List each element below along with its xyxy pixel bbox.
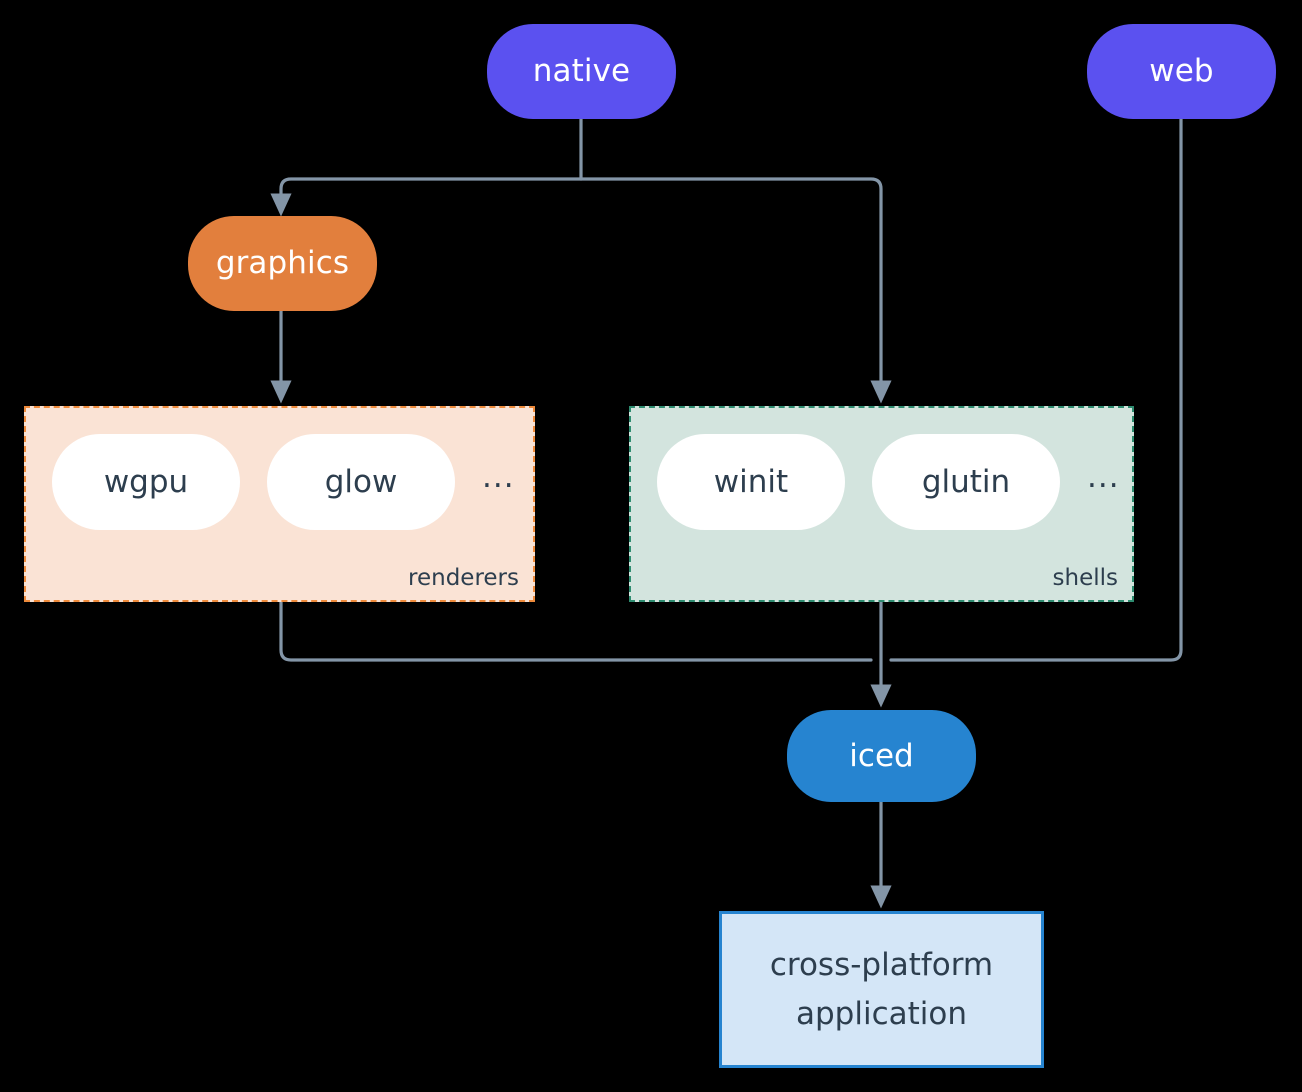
chip-glutin[interactable]: glutin	[872, 434, 1060, 530]
node-application-label-line2: application	[796, 995, 967, 1032]
chip-winit-label: winit	[713, 464, 789, 500]
group-renderers: wgpu glow ... renderers	[24, 406, 535, 602]
node-iced[interactable]: iced	[787, 710, 976, 802]
chip-glutin-label: glutin	[921, 464, 1011, 500]
shells-chip-row: winit glutin ...	[657, 434, 1120, 530]
node-native-label: native	[532, 53, 631, 90]
node-application-label-line1: cross-platform	[769, 947, 994, 984]
edge-native-to-graphics	[270, 177, 583, 217]
edge-renderers-to-iced	[279, 600, 873, 662]
renderers-chip-row: wgpu glow ...	[52, 434, 515, 530]
node-iced-label: iced	[849, 737, 914, 774]
edge-native-to-shells	[579, 177, 892, 404]
chip-winit[interactable]: winit	[657, 434, 845, 530]
shells-ellipsis: ...	[1087, 458, 1120, 495]
node-web[interactable]: web	[1087, 24, 1276, 119]
chip-wgpu[interactable]: wgpu	[52, 434, 240, 530]
renderers-ellipsis: ...	[482, 458, 515, 495]
group-shells: winit glutin ... shells	[629, 406, 1134, 602]
node-graphics-label: graphics	[215, 245, 350, 282]
node-graphics[interactable]: graphics	[188, 216, 377, 311]
node-application[interactable]: cross-platform application	[719, 911, 1044, 1068]
chip-glow[interactable]: glow	[267, 434, 455, 530]
group-shells-label: shells	[1052, 565, 1118, 591]
chip-wgpu-label: wgpu	[103, 464, 189, 500]
group-renderers-label: renderers	[408, 565, 519, 591]
chip-glow-label: glow	[324, 464, 398, 500]
node-native[interactable]: native	[487, 24, 676, 119]
node-web-label: web	[1149, 53, 1214, 90]
